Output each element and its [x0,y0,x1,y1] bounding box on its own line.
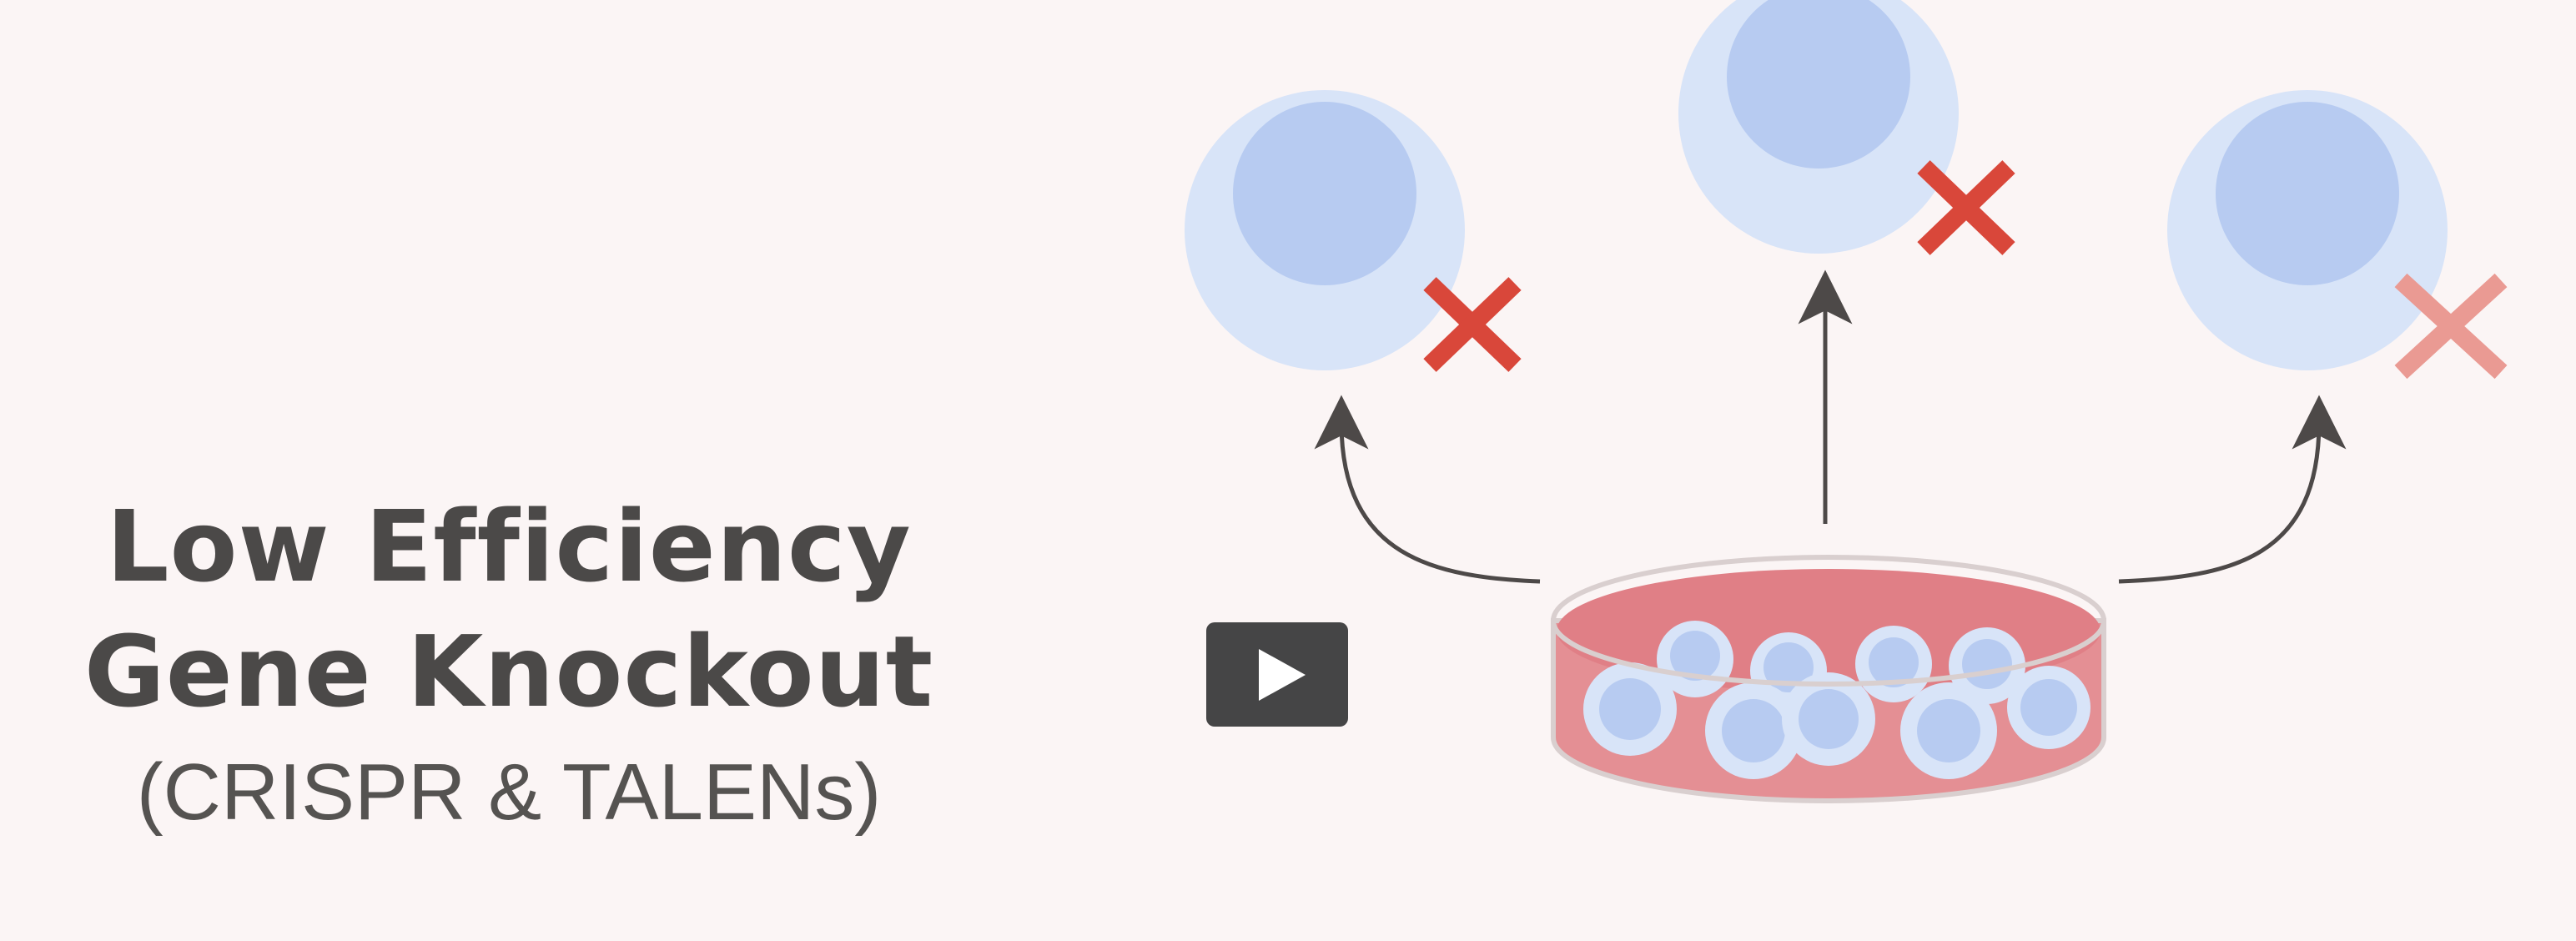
dish-cells [1583,621,2090,779]
caption-line-3: (CRISPR & TALENs) [136,747,882,837]
arrow-right [2118,395,2347,584]
cell-middle [1678,0,2015,255]
petri-dish [1551,555,2106,803]
x-mark-icon [1917,160,2015,255]
cell-left-nucleus [1233,102,1416,285]
x-mark-icon [2394,273,2508,380]
cell-right-nucleus [2216,102,2399,285]
play-button[interactable] [1206,622,1348,727]
caption-line-2: Gene Knockout [83,614,934,729]
slide-caption: Low Efficiency Gene Knockout (CRISPR & T… [67,484,951,851]
caption-line-1: Low Efficiency [106,489,912,604]
play-icon [1259,648,1306,701]
dish-rim [1551,555,2106,687]
cell-left [1185,90,1522,372]
x-mark-icon [1423,277,1522,372]
arrow-left [1314,395,1541,584]
cell-middle-nucleus [1727,0,1910,169]
cell-right [2167,90,2508,380]
